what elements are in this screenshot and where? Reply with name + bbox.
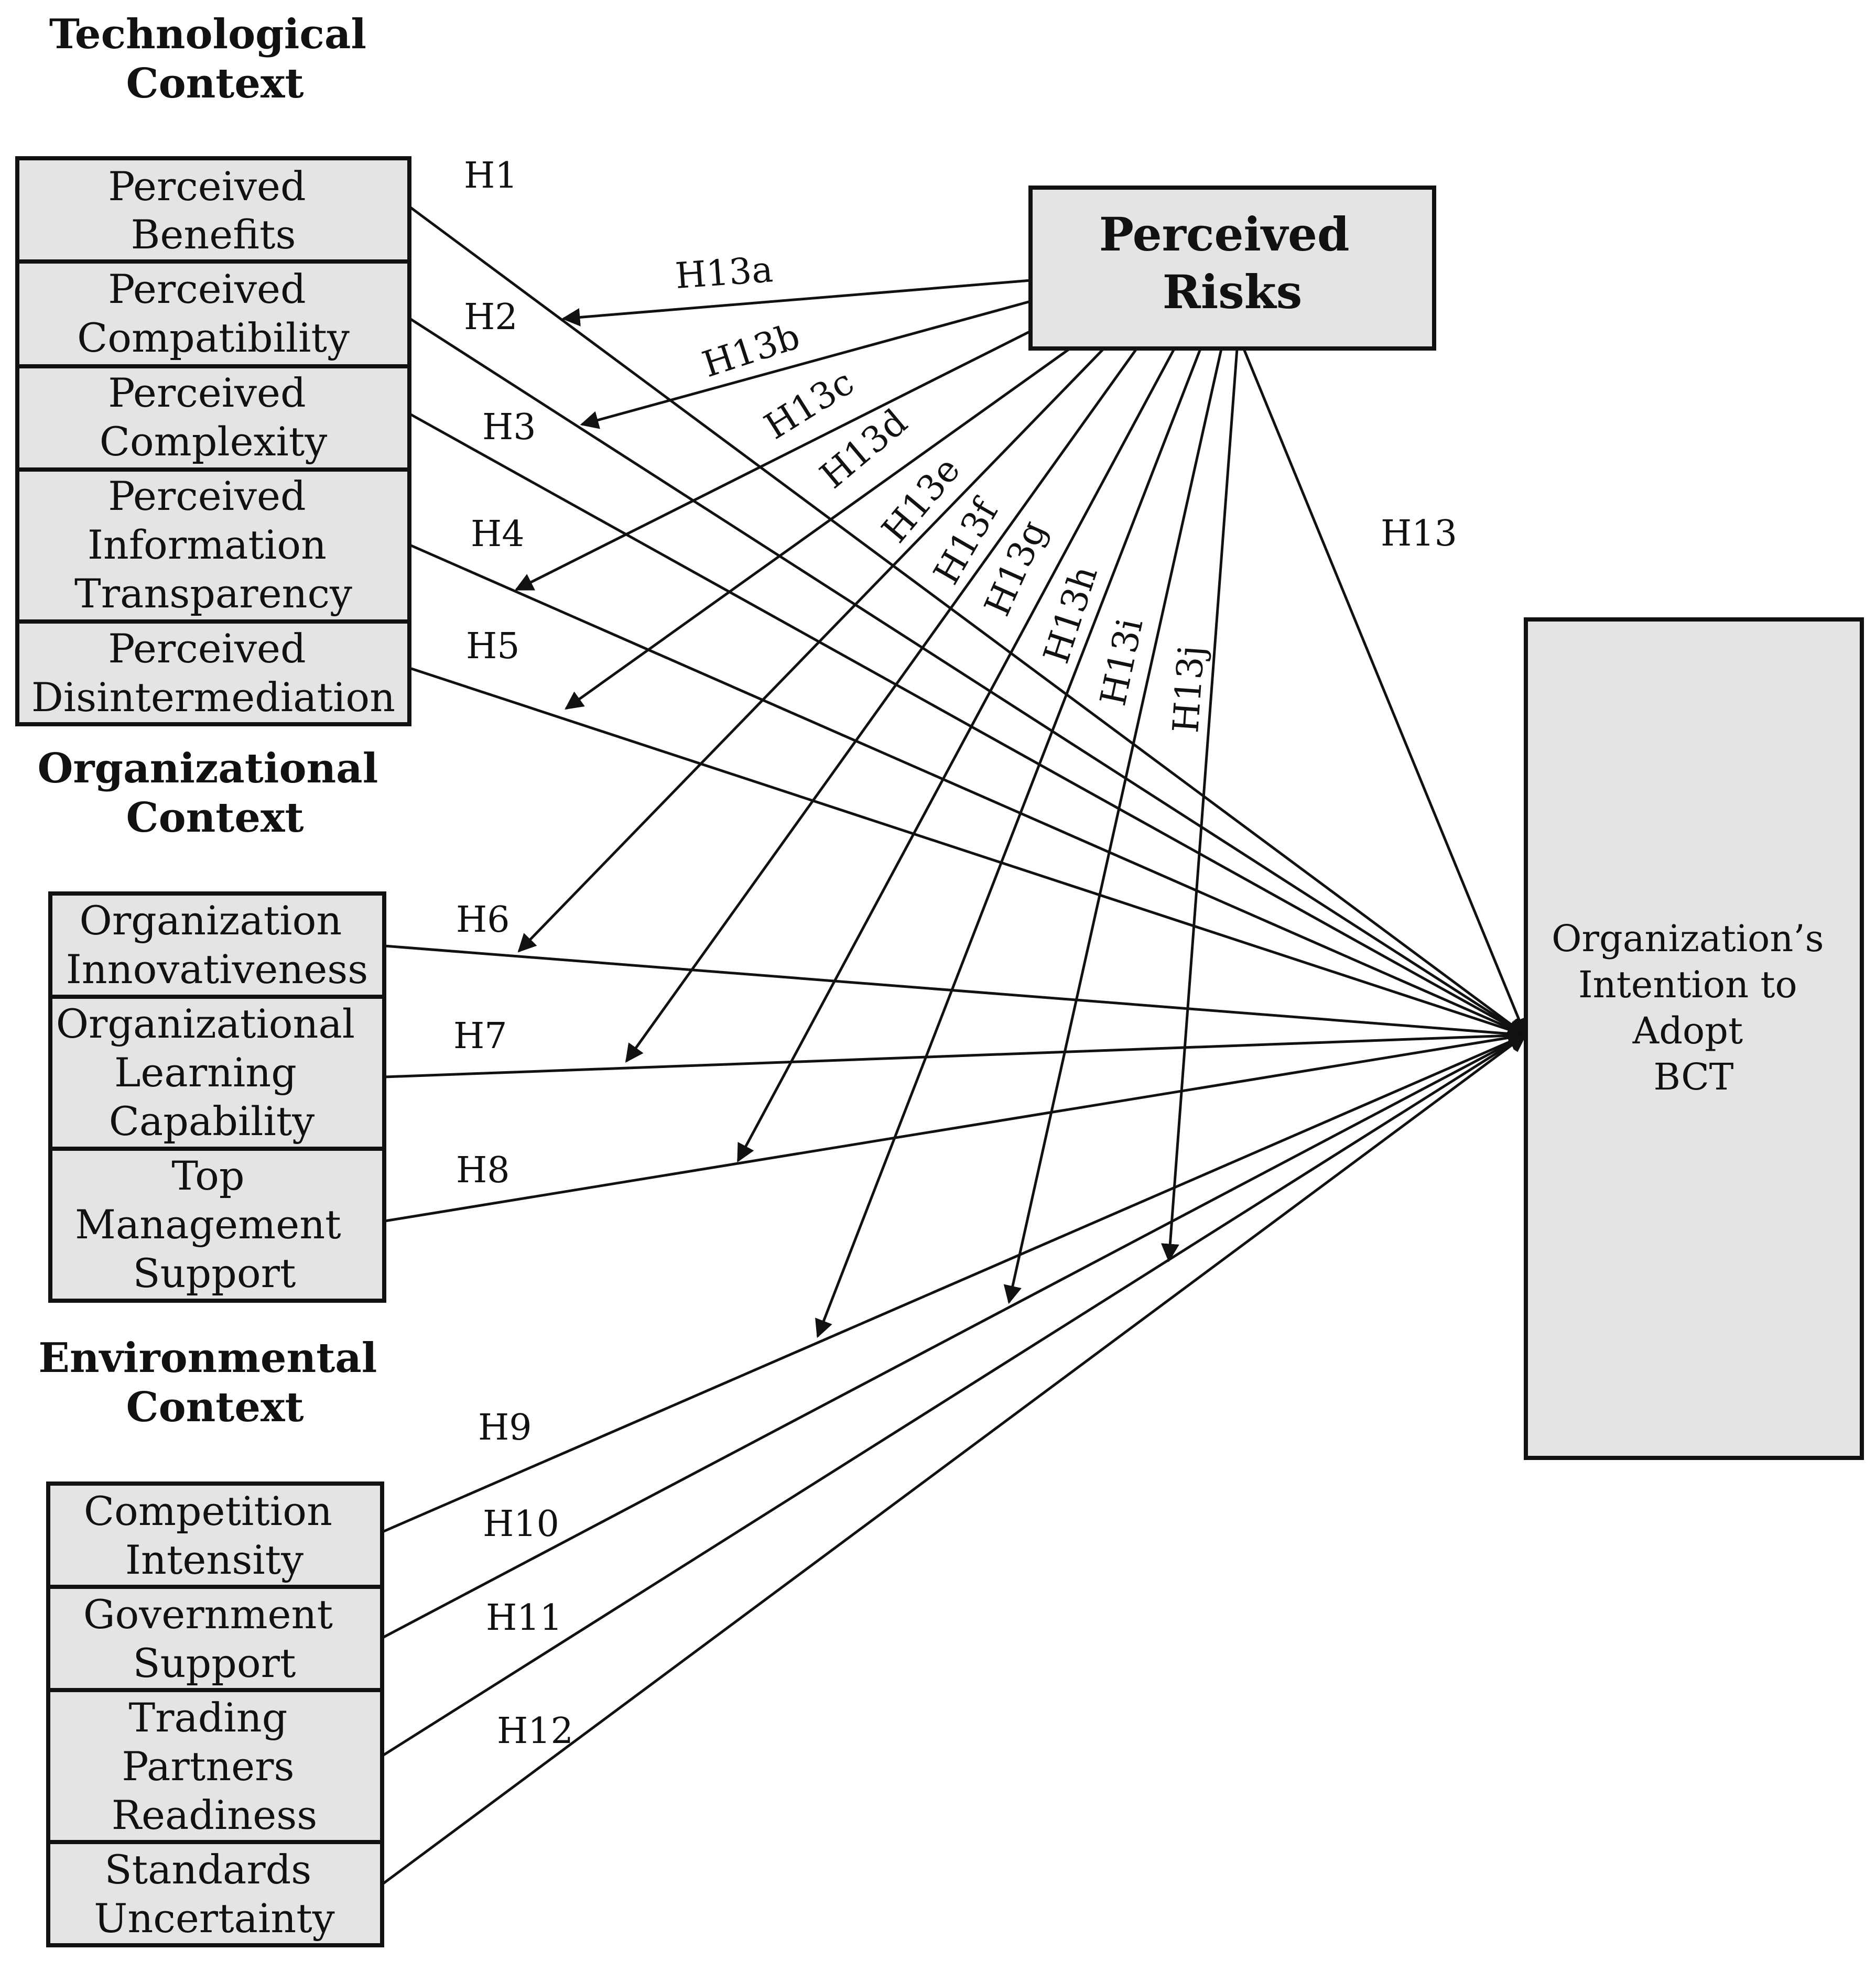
- svg-text:Government Support: Government Support: [83, 1591, 345, 1686]
- path-h10: [382, 1033, 1527, 1639]
- path-h13b: [580, 300, 1031, 429]
- label-h12: H12: [497, 1711, 573, 1752]
- label-h6: H6: [456, 899, 510, 941]
- perceived-risks-box: Perceived Risks: [1028, 186, 1436, 351]
- perceived-disintermediation-box: Perceived Disintermediation: [15, 619, 411, 726]
- label-h8: H8: [456, 1150, 510, 1191]
- path-h4: [409, 543, 1527, 1037]
- label-h9: H9: [478, 1407, 532, 1448]
- path-h8: [384, 1028, 1527, 1223]
- path-h13d: [565, 347, 1070, 710]
- svg-text:Trading Partners R: Trading Partners Readiness: [112, 1694, 317, 1838]
- path-h13h: [815, 348, 1202, 1338]
- svg-text:Organization Innovativen: Organization Innovativeness: [66, 897, 368, 993]
- competition-intensity-box: Competition Intensity: [46, 1481, 384, 1589]
- perceived-benefits-box: Perceived Benefits: [15, 156, 411, 264]
- organizational-learning-capability-box: Organizational Learning Capability: [48, 995, 386, 1151]
- label-h4: H4: [471, 514, 525, 555]
- label-h1: H1: [464, 155, 518, 197]
- path-h7: [384, 1026, 1527, 1078]
- label-h11: H11: [486, 1597, 562, 1639]
- label-h5: H5: [466, 626, 520, 667]
- environmental-context-heading: Environmental Context: [38, 1334, 391, 1431]
- path-h12: [382, 1033, 1527, 1886]
- perceived-complexity-box: Perceived Complexity: [15, 364, 411, 472]
- path-h1: [409, 205, 1527, 1037]
- label-h13j: H13j: [1165, 644, 1212, 734]
- svg-text:Competition Intensity: Competition Intensity: [84, 1488, 345, 1583]
- organizational-context-heading: Organizational Context: [37, 745, 392, 842]
- path-h13j: [1161, 348, 1239, 1262]
- path-h11: [382, 1033, 1527, 1757]
- label-h2: H2: [464, 297, 518, 338]
- path-h13f: [625, 348, 1138, 1063]
- path-h3: [409, 412, 1527, 1037]
- path-h13g: [736, 348, 1176, 1163]
- svg-text:Organization’s Intention: Organization’s Intention to Adopt BCT: [1552, 917, 1836, 1098]
- perceived-compatibility-box: Perceived Compatibility: [15, 259, 411, 368]
- organization-innovativeness-box: Organization Innovativeness: [48, 891, 386, 999]
- standards-uncertainty-box: Standards Uncertainty: [46, 1840, 384, 1947]
- path-h13i: [1003, 348, 1223, 1304]
- label-h3: H3: [482, 407, 536, 448]
- trading-partners-readiness-box: Trading Partners Readiness: [46, 1688, 384, 1844]
- svg-text:Perceived Benefits: Perceived Benefits: [108, 163, 319, 258]
- path-h13e: [517, 348, 1104, 953]
- technological-context-heading: Technological Context: [49, 10, 381, 107]
- svg-text:Perceived Complexity: Perceived Complexity: [100, 369, 328, 465]
- label-h13a: H13a: [674, 249, 774, 297]
- svg-text:Standards Uncertainty: Standards Uncertainty: [94, 1846, 335, 1942]
- path-h6: [384, 944, 1527, 1043]
- path-h2: [409, 317, 1527, 1037]
- svg-text:Perceived Disintermediat: Perceived Disintermediation: [31, 625, 395, 721]
- top-management-support-box: Top Management Support: [48, 1147, 386, 1303]
- label-h13: H13: [1381, 513, 1457, 554]
- svg-text:Top Management Sup: Top Management Support: [75, 1152, 354, 1297]
- hypothesis-labels: H1 H2 H3 H4 H5 H6 H7 H8 H9 H10 H11 H12 H…: [453, 155, 1457, 1752]
- path-h13c: [514, 330, 1032, 591]
- path-h13: [1242, 348, 1528, 1037]
- path-h13a: [561, 279, 1031, 326]
- svg-text:Perceived Compatibility: Perceived Compatibility: [77, 266, 350, 361]
- svg-text:Perceived Information: Perceived Information Transparency: [74, 473, 352, 617]
- svg-text:Perceived Risks: Perceived Risks: [1099, 207, 1365, 319]
- label-h10: H10: [483, 1504, 559, 1545]
- label-h13h: H13h: [1036, 561, 1106, 668]
- label-h13b: H13b: [698, 316, 805, 386]
- label-h13c: H13c: [757, 362, 861, 448]
- government-support-box: Government Support: [46, 1585, 384, 1692]
- path-h5: [409, 667, 1527, 1039]
- svg-text:Organizational Learning: Organizational Learning Capability: [56, 1000, 368, 1145]
- perceived-information-transparency-box: Perceived Information Transparency: [15, 467, 411, 624]
- path-h9: [382, 1033, 1527, 1533]
- edges-layer: [382, 205, 1528, 1886]
- organizations-intention-box: Organization’s Intention to Adopt BCT: [1524, 617, 1864, 1460]
- label-h7: H7: [453, 1016, 507, 1057]
- label-h13i: H13i: [1092, 615, 1151, 709]
